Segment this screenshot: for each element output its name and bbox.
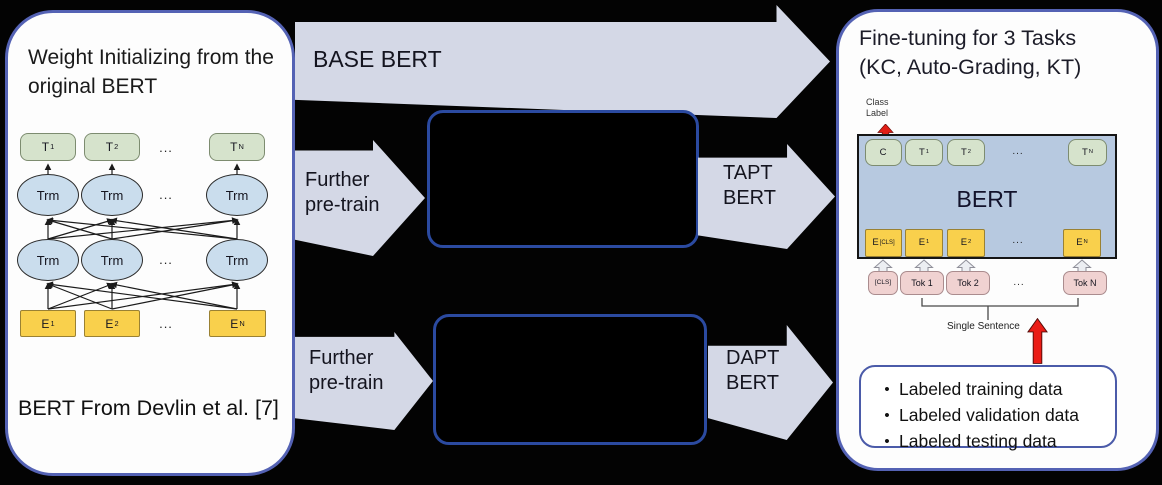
token-box-tok1: Tok 1 — [900, 271, 944, 295]
class-label: Class Label — [866, 97, 889, 118]
further-pretrain-label-top: Further pre-train — [305, 169, 380, 216]
trm-node: Trm — [81, 239, 143, 281]
trm-node: Trm — [81, 174, 143, 216]
ellipsis: ... — [159, 316, 173, 331]
right-panel-title: Fine-tuning for 3 Tasks (KC, Auto-Gradin… — [859, 26, 1082, 79]
original-bert-panel: Weight Initializing from the original BE… — [5, 10, 295, 476]
bullet-marker: • — [884, 380, 890, 398]
single-sentence-bracket — [921, 298, 1079, 320]
trm-node: Trm — [206, 174, 268, 216]
single-sentence-label: Single Sentence — [947, 321, 1020, 332]
ellipsis: ... — [159, 252, 173, 267]
trm-node: Trm — [17, 174, 79, 216]
redacted-box-dapt — [433, 314, 707, 445]
base-bert-arrow — [295, 5, 830, 118]
token-box-tok2: Tok 2 — [946, 271, 990, 295]
bullet-item: • Labeled training data — [875, 376, 1115, 402]
redacted-box-tapt — [427, 110, 699, 248]
bert-connections-graphic — [44, 163, 241, 310]
token-box-tokn: Tok N — [1063, 271, 1107, 295]
class-token-box: C — [865, 139, 902, 166]
bullet-item: • Labeled testing data — [875, 428, 1115, 454]
input-red-arrow-icon — [1027, 318, 1048, 364]
ellipsis: ... — [1012, 146, 1024, 157]
left-panel-title: Weight Initializing from the original BE… — [28, 46, 274, 98]
class-label-red-arrow-icon — [877, 124, 894, 139]
ellipsis: ... — [1013, 277, 1025, 288]
bullet-item: • Labeled validation data — [875, 402, 1115, 428]
labeled-data-box: • Labeled training data • Labeled valida… — [859, 365, 1117, 451]
trm-node: Trm — [17, 239, 79, 281]
bullet-marker: • — [884, 406, 890, 424]
trm-node: Trm — [206, 239, 268, 281]
ellipsis: ... — [159, 140, 173, 155]
bert-label: BERT — [956, 186, 1018, 212]
bullet-marker: • — [884, 432, 890, 450]
further-pretrain-label-bottom: Further pre-train — [309, 347, 384, 394]
base-bert-arrow-label: BASE BERT — [313, 46, 442, 72]
left-panel-caption: BERT From Devlin et al. [7] — [18, 396, 279, 420]
embedding-box-cls: E[CLS] — [865, 229, 902, 257]
dapt-bert-label: DAPT BERT — [726, 347, 780, 394]
tapt-bert-label: TAPT BERT — [723, 162, 776, 209]
ellipsis: ... — [159, 187, 173, 202]
fine-tuning-panel: Fine-tuning for 3 Tasks (KC, Auto-Gradin… — [836, 9, 1159, 471]
ellipsis: ... — [1012, 235, 1024, 246]
token-box-cls: [CLS] — [868, 271, 898, 295]
